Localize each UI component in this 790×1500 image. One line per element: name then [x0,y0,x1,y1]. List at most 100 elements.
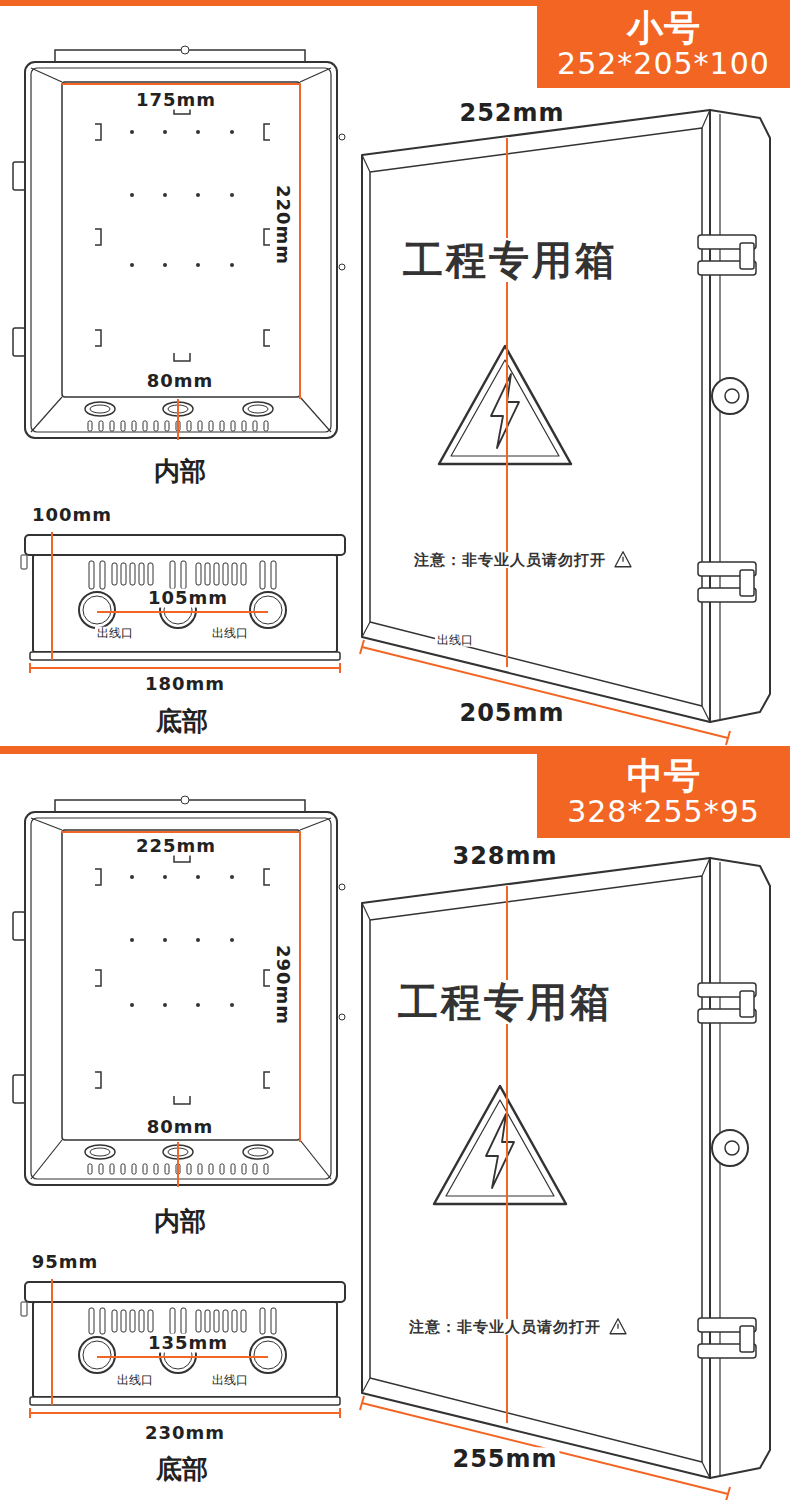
vent-slot [110,1164,114,1174]
side-foot [21,1302,27,1316]
view-caption: 底部 [154,708,210,735]
vent-slot [205,563,210,585]
dimension-line [506,886,508,1423]
bevel-line [362,622,370,637]
housing-rim [31,818,331,1179]
bevel-line [31,1140,62,1179]
vent-slot [232,1310,237,1332]
vent-slot [223,1310,228,1332]
housing-side [710,858,770,1478]
vent-slot [187,1164,191,1174]
bevel-line [362,155,370,172]
side-pin [339,264,345,270]
vent-slot [121,563,126,585]
vent-slot [154,1164,158,1174]
dimension-line [362,1403,728,1494]
size-spec: 252*205*100 [557,47,770,80]
dimension-line [62,83,300,85]
outlet-oval [243,1145,273,1159]
screw-hole [130,263,134,267]
vent-slot [88,421,92,431]
top-tab [55,800,305,812]
screw-hole [196,875,200,879]
hinge-block [740,1326,754,1352]
housing-body [33,1302,337,1397]
outlet-oval [90,405,110,413]
vent-slot [99,1164,103,1174]
screw-hole [130,938,134,942]
size-badge: 小号252*205*100 [537,0,790,88]
mount-bracket [95,124,101,140]
cable-gland [79,1337,115,1373]
outlet-oval [248,1148,268,1156]
vent-slot [214,563,219,585]
screw-hole [163,193,167,197]
screw-hole [196,1003,200,1007]
screw-hole [163,1003,167,1007]
screw-hole [230,263,234,267]
warning-note: 注意：非专业人员请勿打开 [411,552,609,569]
outlet-oval [248,405,268,413]
lid-panel: 工程专用箱注意：非专业人员请勿打开 [360,238,660,568]
vent-slot [139,563,144,585]
latch-hole [725,389,739,403]
housing-side [710,110,770,722]
vent-slot [231,421,235,431]
lid-panel: 工程专用箱注意：非专业人员请勿打开 [355,980,655,1335]
dimension-label: 105mm [146,589,230,608]
warning-triangle [434,1086,566,1204]
view-caption: 底部 [154,1456,210,1483]
vent-slot [242,1164,246,1174]
vent-slot [143,421,147,431]
mount-bracket [95,229,101,245]
housing-rim [31,68,331,432]
screw-hole [130,875,134,879]
small-warning-mark [622,557,623,562]
front-view [360,858,770,1500]
bevel-line [702,1462,710,1478]
screw-hole [196,938,200,942]
latch [712,1130,748,1166]
vent-slot [209,1164,213,1174]
cable-gland [254,1341,282,1369]
size-name: 小号 [627,8,701,48]
screw-hole [163,263,167,267]
screw-hole [163,938,167,942]
dimension-line [51,532,53,660]
vent-slot [223,563,228,585]
mount-bracket [95,330,101,346]
vent-slot [165,1164,169,1174]
screw-hole [130,1003,134,1007]
gland-slot [89,1308,94,1334]
dimension-line [177,399,179,440]
bevel-line [362,903,370,920]
lid-title: 工程专用箱 [400,238,621,282]
small-warning-icon [615,552,631,567]
vent-slot [121,1164,125,1174]
mount-bracket [95,1072,101,1088]
vent-slot [130,563,135,585]
cable-gland [250,592,286,628]
side-pin [339,884,345,890]
gland-slot [170,561,175,589]
gland-slot [100,1308,105,1334]
gland-slot [100,561,105,589]
bevel-line [31,818,62,830]
mounting-plate [62,830,300,1140]
screw-hole [230,130,234,134]
dimension-tick [339,1408,341,1418]
clip [174,1096,190,1104]
size-name: 中号 [627,756,701,796]
side-foot [21,555,27,569]
dimension-tick [726,731,730,745]
dimension-label: 252mm [457,101,566,126]
size-badge: 中号328*255*95 [537,746,790,838]
warning-triangle-inner [451,360,559,456]
warning-triangle-inner [446,1100,554,1196]
dimension-line [362,647,728,738]
outlet-label: 出线口 [95,627,135,640]
lid-face [370,128,702,706]
outlet-oval [85,402,115,416]
hinge-block [740,243,754,269]
vent-slot [214,1310,219,1332]
